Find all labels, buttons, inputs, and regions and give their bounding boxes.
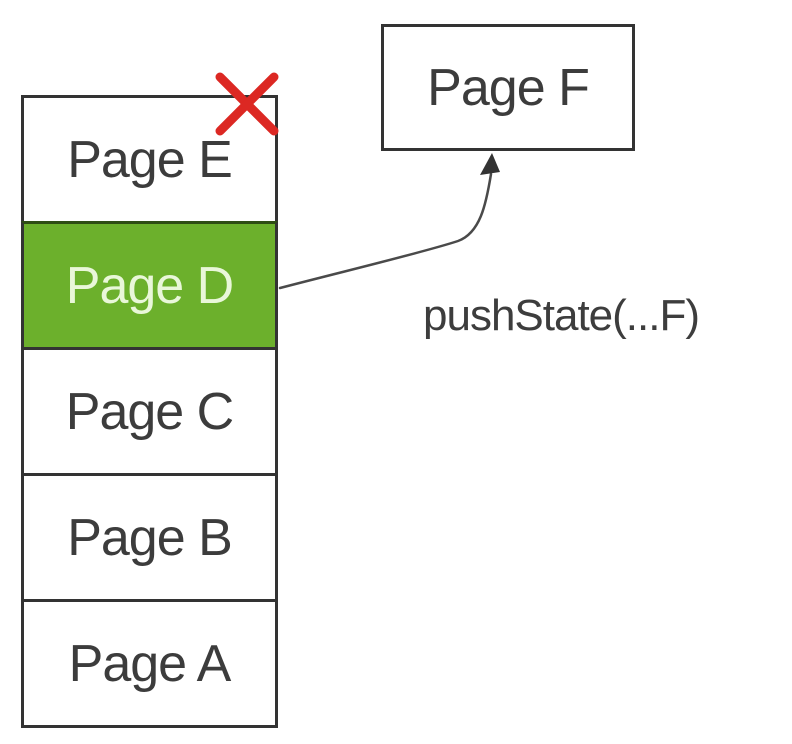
pushstate-annotation: pushState(...F): [423, 291, 700, 340]
new-page-box-label: Page F: [427, 58, 590, 117]
stack-box-page-d-current: Page D: [21, 221, 278, 350]
stack-box-page-a: Page A: [21, 599, 278, 728]
stack-box-page-c: Page C: [21, 347, 278, 476]
stack-box-label: Page B: [67, 508, 233, 567]
stack-box-label: Page E: [67, 130, 233, 189]
stack-box-page-b: Page B: [21, 473, 278, 602]
new-page-box-page-f: Page F: [381, 24, 635, 151]
stack-box-label: Page D: [65, 256, 234, 315]
stack-box-label: Page C: [65, 382, 234, 441]
history-stack: Page E Page D Page C Page B Page A: [21, 95, 278, 728]
stack-box-label: Page A: [68, 634, 232, 693]
delete-x-icon: [212, 69, 282, 139]
